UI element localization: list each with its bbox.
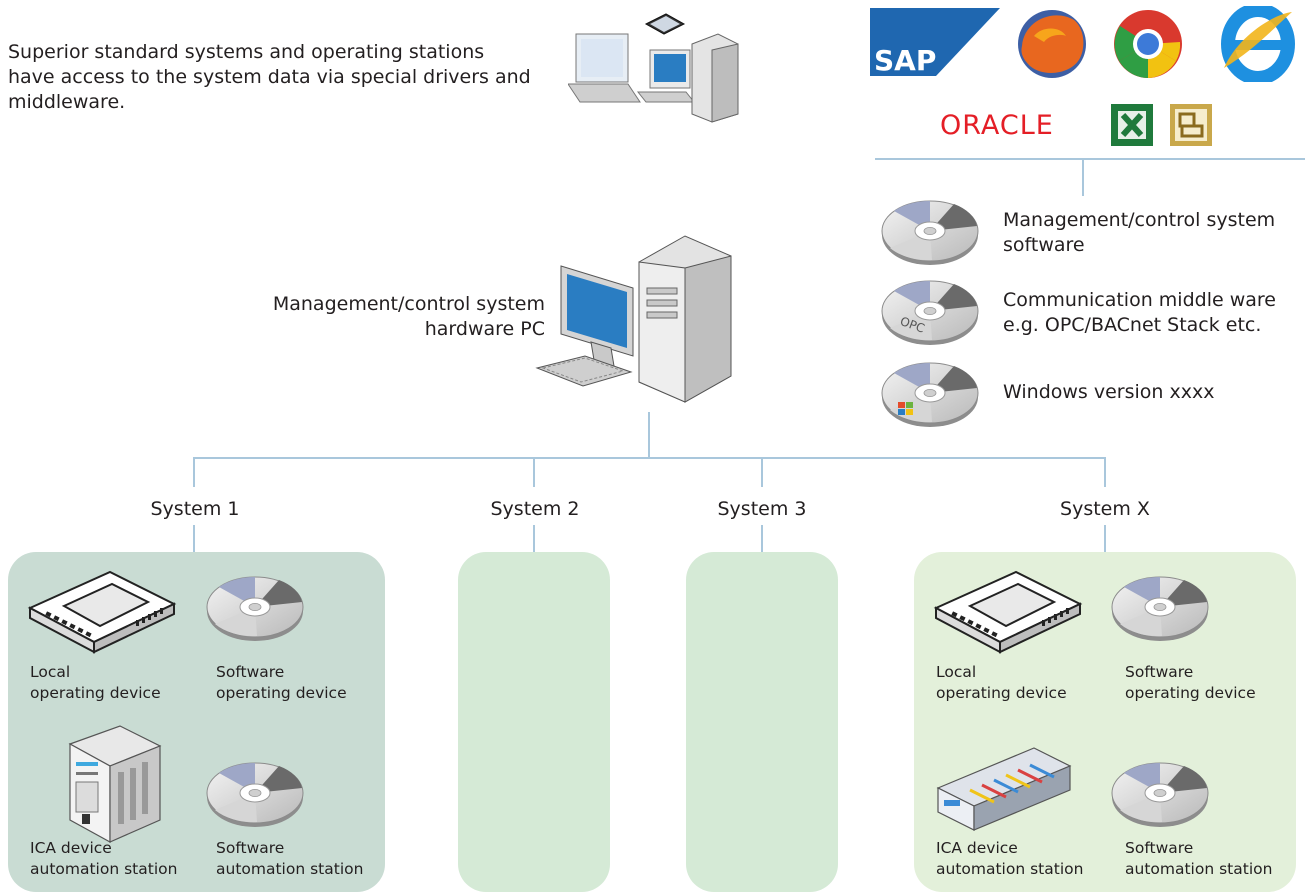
stack-label-1b: software (1003, 234, 1085, 256)
system-x-software-operating-device-label: Software operating device (1125, 662, 1256, 704)
system-1-panel-link (193, 525, 195, 552)
system-3-panel-link (761, 525, 763, 552)
system-x-label: System X (1060, 498, 1150, 520)
sx-swop-l2: operating device (1125, 684, 1256, 702)
s1-swop-l1: Software (216, 663, 285, 681)
intro-line-2: have access to the system data via speci… (8, 66, 531, 88)
system-1-ica-device-label: ICA device automation station (30, 838, 177, 880)
s1-ica-l2: automation station (30, 860, 178, 878)
system-x-local-operating-device-label: Local operating device (936, 662, 1067, 704)
system-1-label: System 1 (150, 498, 240, 520)
oracle-text: ORACLE (940, 110, 1054, 141)
excel-icon (1111, 104, 1153, 146)
sx-swop-l1: Software (1125, 663, 1194, 681)
system-x-ica-automation-station-icon (930, 738, 1076, 834)
system-x-ica-device-label: ICA device automation station (936, 838, 1083, 880)
system-2-drop (533, 457, 535, 487)
sx-local-l2: operating device (936, 684, 1067, 702)
system-2-panel (458, 552, 610, 892)
s1-local-l1: Local (30, 663, 71, 681)
s1-local-l2: operating device (30, 684, 161, 702)
system-1-local-operating-device-icon (24, 568, 180, 658)
s1-swauto-l2: automation station (216, 860, 364, 878)
system-x-panel-link (1104, 525, 1106, 552)
stack-label-3a: Windows version xxxx (1003, 381, 1215, 403)
system-2-label: System 2 (490, 498, 580, 520)
internet-explorer-icon (1218, 6, 1298, 82)
logos-divider (875, 158, 1305, 160)
system-3-drop (761, 457, 763, 487)
intro-line-3: middleware. (8, 91, 126, 113)
firefox-icon (1014, 6, 1090, 82)
sx-swauto-l2: automation station (1125, 860, 1273, 878)
stack-label-2b: e.g. OPC/BACnet Stack etc. (1003, 314, 1262, 336)
system-bus (193, 457, 1106, 459)
cd-middleware-icon: OPC (880, 280, 980, 348)
pc-label-line-2: hardware PC (424, 318, 545, 340)
system-1-local-operating-device-label: Local operating device (30, 662, 161, 704)
stack-item-management-software: Management/control system software (1003, 208, 1275, 258)
client-devices-illustration (568, 10, 758, 125)
sx-local-l1: Local (936, 663, 977, 681)
system-1-ica-automation-station-icon (60, 722, 170, 844)
system-x-software-operating-cd-icon (1110, 576, 1210, 644)
system-x-local-operating-device-icon (930, 568, 1086, 658)
oracle-logo: ORACLE (940, 106, 1090, 142)
intro-text: Superior standard systems and operating … (8, 40, 531, 115)
system-3-panel (686, 552, 838, 892)
sap-logo: SAP (870, 8, 1000, 76)
stack-label-1a: Management/control system (1003, 209, 1276, 231)
stack-item-middleware: Communication middle ware e.g. OPC/BACne… (1003, 288, 1276, 338)
stack-label-2a: Communication middle ware (1003, 289, 1276, 311)
pc-label-line-1: Management/control system (272, 293, 545, 315)
cd-windows-icon (880, 362, 980, 430)
s1-ica-l1: ICA device (30, 839, 112, 857)
s1-swauto-l1: Software (216, 839, 285, 857)
system-x-software-automation-station-label: Software automation station (1125, 838, 1272, 880)
cd-management-software-icon (880, 200, 980, 268)
pc-label: Management/control system hardware PC (230, 292, 545, 342)
intro-line-1: Superior standard systems and operating … (8, 41, 485, 63)
sx-swauto-l1: Software (1125, 839, 1194, 857)
system-1-software-operating-cd-icon (205, 576, 305, 644)
system-x-drop (1104, 457, 1106, 487)
chrome-icon (1110, 6, 1186, 82)
system-x-software-automation-cd-icon (1110, 762, 1210, 830)
system-2-panel-link (533, 525, 535, 552)
stack-item-windows: Windows version xxxx (1003, 380, 1214, 405)
s1-swop-l2: operating device (216, 684, 347, 702)
system-1-software-automation-station-label: Software automation station (216, 838, 363, 880)
management-pc-illustration (535, 232, 735, 412)
system-1-drop (193, 457, 195, 487)
sap-text: SAP (874, 44, 936, 76)
access-icon (1170, 104, 1212, 146)
pc-bus-drop (648, 412, 650, 458)
sx-ica-l1: ICA device (936, 839, 1018, 857)
sx-ica-l2: automation station (936, 860, 1084, 878)
system-3-label: System 3 (717, 498, 807, 520)
system-1-software-automation-cd-icon (205, 762, 305, 830)
system-1-software-operating-device-label: Software operating device (216, 662, 347, 704)
logos-connector (1082, 158, 1084, 196)
